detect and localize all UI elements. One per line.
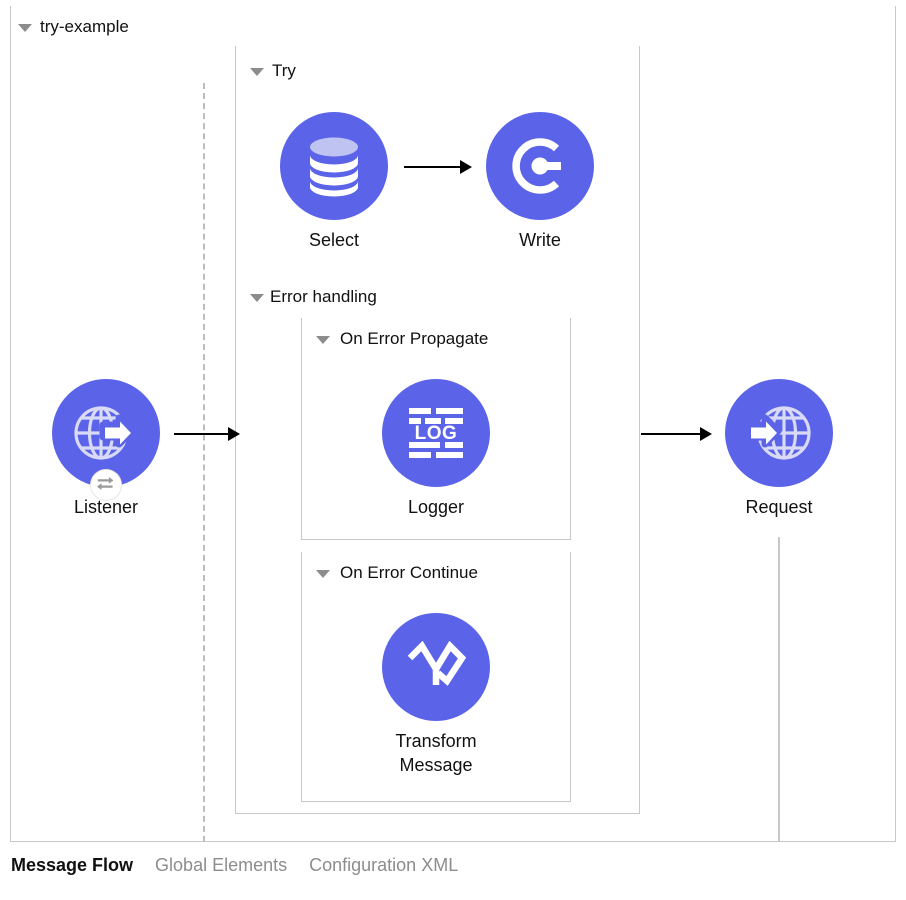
flow-spine-dashed-line xyxy=(203,83,205,842)
node-logger[interactable]: LOG Logger xyxy=(381,379,491,519)
tab-global-elements[interactable]: Global Elements xyxy=(155,855,288,875)
transform-message-icon xyxy=(405,641,467,693)
exchange-icon xyxy=(91,470,121,500)
request-trailing-line xyxy=(778,537,780,842)
connector-select-to-write-arrowhead xyxy=(460,160,472,174)
try-disclosure-triangle-icon[interactable] xyxy=(250,68,264,76)
select-icon-circle[interactable] xyxy=(280,112,388,220)
node-request[interactable]: Request xyxy=(724,379,834,519)
request-icon-circle[interactable] xyxy=(725,379,833,487)
globe-inbound-icon xyxy=(746,402,812,464)
connector-listener-to-try xyxy=(174,433,234,435)
flow-disclosure-triangle-icon[interactable] xyxy=(18,24,32,32)
write-icon-circle[interactable] xyxy=(486,112,594,220)
on-error-continue-label: On Error Continue xyxy=(340,563,478,582)
transform-message-icon-circle[interactable] xyxy=(382,613,490,721)
tab-configuration-xml[interactable]: Configuration XML xyxy=(309,855,459,875)
on-error-continue-disclosure-triangle-icon[interactable] xyxy=(316,570,330,578)
svg-text:LOG: LOG xyxy=(415,423,458,444)
globe-outbound-icon xyxy=(73,402,139,464)
on-error-propagate-label: On Error Propagate xyxy=(340,329,489,348)
logger-icon-circle[interactable]: LOG xyxy=(382,379,490,487)
try-scope-label: Try xyxy=(272,61,296,80)
flow-title: try-example xyxy=(40,17,129,36)
select-label: Select xyxy=(308,230,360,250)
connector-try-to-request xyxy=(641,433,706,435)
node-listener[interactable]: Listener xyxy=(51,379,161,519)
connector-try-to-request-arrowhead xyxy=(700,427,712,441)
node-select[interactable]: Select xyxy=(279,112,389,252)
connector-listener-to-try-arrowhead xyxy=(228,427,240,441)
on-error-propagate-disclosure-triangle-icon[interactable] xyxy=(316,336,330,344)
listener-label: Listener xyxy=(73,497,139,517)
connector-select-to-write xyxy=(404,166,466,168)
write-label: Write xyxy=(519,230,561,250)
error-handling-disclosure-triangle-icon[interactable] xyxy=(250,294,264,302)
transform-message-label: Transform Message xyxy=(395,731,477,776)
node-transform-message[interactable]: Transform Message xyxy=(381,613,491,778)
node-write[interactable]: Write xyxy=(485,112,595,252)
logger-label: Logger xyxy=(407,497,465,517)
listener-icon-circle[interactable] xyxy=(52,379,160,500)
request-label: Request xyxy=(745,497,813,517)
log-icon: LOG xyxy=(405,404,467,462)
tab-message-flow[interactable]: Message Flow xyxy=(11,855,134,875)
error-handling-label: Error handling xyxy=(270,287,377,306)
on-error-propagate-container[interactable] xyxy=(301,318,571,540)
database-icon xyxy=(305,135,363,197)
write-c-icon xyxy=(509,135,571,197)
bottom-tab-bar: Message Flow Global Elements Configurati… xyxy=(11,855,458,876)
